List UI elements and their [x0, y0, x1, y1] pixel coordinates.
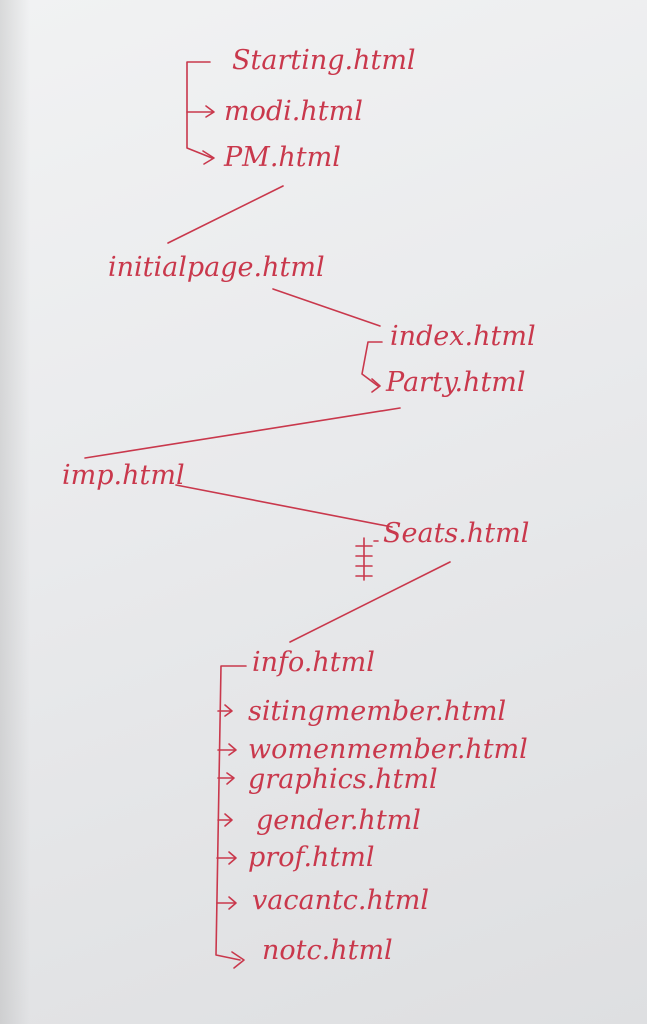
- file-index: index.html: [390, 321, 536, 352]
- file-note: notc.html: [262, 935, 393, 966]
- file-starting: Starting.html: [232, 45, 416, 76]
- connector-seats-info: [289, 561, 451, 643]
- bracket-info-group: [215, 665, 247, 961]
- arrow-to-note: [231, 951, 245, 969]
- file-party: Party.html: [386, 367, 526, 398]
- file-pm: PM.html: [224, 142, 341, 173]
- file-modi: modi.html: [224, 96, 363, 127]
- mark-under-seats: [355, 537, 379, 581]
- file-graphics: graphics.html: [248, 764, 438, 795]
- file-vacant: vacantc.html: [252, 885, 429, 916]
- bracket-index-group: [361, 341, 383, 387]
- page-edge-shadow: [0, 0, 30, 1024]
- arrow-to-graphics: [217, 772, 235, 785]
- file-seats: Seats.html: [383, 518, 530, 549]
- file-womenmember: womenmember.html: [248, 734, 528, 765]
- arrow-to-gender: [217, 813, 233, 827]
- arrow-to-sittingmember: [217, 704, 233, 717]
- file-imp: imp.html: [62, 460, 185, 491]
- file-gender: gender.html: [256, 805, 421, 836]
- connector-party-imp: [84, 407, 401, 459]
- arrow-to-vacant: [216, 896, 237, 910]
- bracket-starting-group: [186, 61, 213, 159]
- connector-imp-seats: [175, 484, 393, 528]
- arrow-to-pm: [202, 150, 215, 165]
- arrow-to-womenmember: [217, 743, 237, 756]
- arrow-to-modi: [186, 105, 215, 118]
- file-sittingmember: sitingmember.html: [248, 696, 507, 727]
- connector-pm-initialpage: [167, 185, 284, 244]
- file-initialpage: initialpage.html: [108, 252, 325, 283]
- arrow-to-prof: [216, 851, 237, 865]
- connector-initialpage-index: [272, 288, 381, 327]
- file-prof: prof.html: [248, 842, 375, 873]
- arrow-to-party: [371, 378, 381, 393]
- file-info: info.html: [252, 647, 375, 678]
